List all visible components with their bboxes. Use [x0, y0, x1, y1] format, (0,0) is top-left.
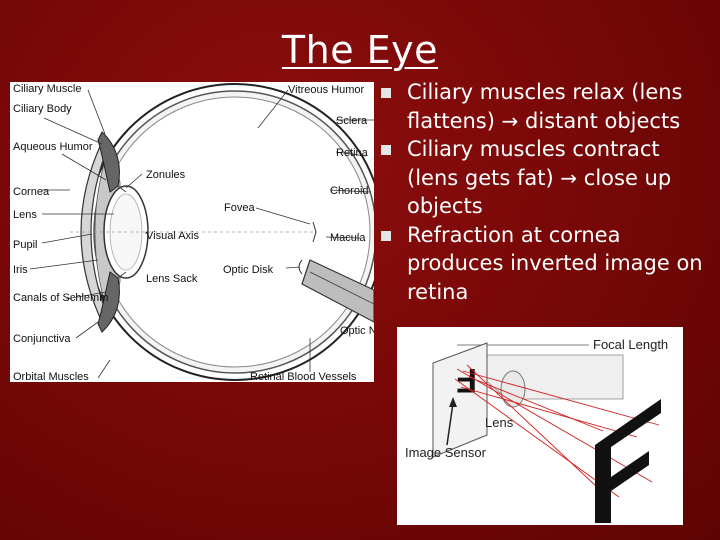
- ray-1: [456, 368, 653, 483]
- ray-6: [454, 378, 620, 498]
- bullet-text-part-1: Ciliary muscles contract (lens gets fat): [407, 137, 660, 190]
- label-choroid: Choroid: [330, 185, 369, 197]
- label-ciliary-muscle: Ciliary Muscle: [13, 83, 81, 95]
- label-pupil: Pupil: [13, 239, 37, 251]
- zonule-top: [117, 185, 127, 193]
- focal-length-bar: [455, 354, 624, 400]
- label-vitreous-humor: Vitreous Humor: [288, 84, 365, 96]
- square-bullet-icon: [381, 230, 391, 241]
- label-retinal-blood-vessels: Retinal Blood Vessels: [250, 371, 357, 382]
- inverted-image-letter: F: [456, 361, 477, 399]
- bullet-item: Refraction at cornea produces inverted i…: [380, 221, 710, 307]
- ray-5: [468, 376, 604, 432]
- bullet-text-part-2: close up objects: [407, 165, 672, 219]
- label-visual-axis: Visual Axis: [146, 230, 199, 242]
- label-focal-length: Focal Length: [593, 337, 668, 352]
- fovea-mark: [312, 221, 317, 243]
- label-lens: Lens: [13, 209, 37, 221]
- arrow-right-icon: →: [501, 108, 519, 133]
- leader-retina: [335, 151, 367, 157]
- leader-orbital: [97, 359, 111, 379]
- bullet-item: Ciliary muscles contract (lens gets fat)…: [380, 135, 710, 221]
- bullet-text-part-1: Ciliary muscles relax (lens flattens): [407, 80, 683, 133]
- sensor-pointer-arrowhead: [449, 397, 457, 407]
- label-orbital-muscles: Orbital Muscles: [13, 371, 89, 382]
- arrow-right-icon: →: [560, 165, 578, 190]
- leader-aqueous: [61, 153, 107, 181]
- bullet-text-part-2: distant objects: [518, 108, 681, 133]
- sensor-pointer-line: [446, 402, 454, 446]
- ciliary-body-bottom: [97, 271, 120, 333]
- image-sensor-plate: [432, 342, 488, 458]
- object-letter-f: [595, 399, 661, 523]
- light-rays: [454, 364, 660, 498]
- camera-optics-svg: Focal Length F Lens Image Sensor: [405, 337, 668, 523]
- label-conjunctiva: Conjunctiva: [13, 333, 71, 345]
- label-retina: Retina: [336, 147, 369, 159]
- leader-fovea: [255, 207, 311, 225]
- label-canals-of-schlemm: Canals of Schlemm: [13, 292, 108, 304]
- leader-canals: [65, 291, 107, 300]
- label-aqueous-humor: Aqueous Humor: [13, 141, 93, 153]
- leader-zonules: [125, 173, 143, 189]
- label-ciliary-body: Ciliary Body: [13, 103, 72, 115]
- square-bullet-icon: [381, 88, 391, 98]
- leader-optic-disk: [285, 266, 301, 269]
- label-lens: Lens: [485, 415, 514, 430]
- label-image-sensor: Image Sensor: [405, 445, 487, 460]
- label-optic-nerve: Optic Nerve: [340, 325, 374, 337]
- label-zonules: Zonules: [146, 169, 186, 181]
- label-cornea: Cornea: [13, 186, 50, 198]
- bullet-text-part-1: Refraction at cornea produces inverted i…: [407, 222, 703, 304]
- label-sclera: Sclera: [336, 115, 368, 127]
- leader-conjunctiva: [75, 321, 99, 339]
- label-lens-sack: Lens Sack: [146, 273, 198, 285]
- label-optic-nerve-text: Optic Nerve: [340, 325, 374, 337]
- bullet-list: Ciliary muscles relax (lens flattens) → …: [380, 78, 710, 306]
- optic-nerve-shape: [301, 259, 374, 323]
- optic-nerve-vessel: [309, 271, 374, 305]
- label-fovea: Fovea: [224, 202, 255, 214]
- label-macula: Macula: [330, 232, 366, 244]
- leader-pupil: [41, 233, 93, 244]
- label-optic-disk: Optic Disk: [223, 264, 274, 276]
- label-iris: Iris: [13, 264, 28, 276]
- leader-choroid: [329, 189, 371, 193]
- ray-4: [460, 386, 638, 438]
- slide-title: The Eye: [281, 28, 439, 72]
- eye-anatomy-diagram: Ciliary Muscle Ciliary Body Aqueous Humo…: [10, 82, 374, 382]
- eye-anatomy-svg: Ciliary Muscle Ciliary Body Aqueous Humo…: [13, 83, 374, 382]
- leader-ciliary-body: [43, 117, 103, 145]
- leader-ciliary-muscle: [87, 89, 106, 135]
- bullet-item: Ciliary muscles relax (lens flattens) → …: [380, 78, 710, 135]
- camera-optics-diagram: Focal Length F Lens Image Sensor: [397, 327, 683, 525]
- square-bullet-icon: [381, 145, 391, 155]
- ciliary-body-top: [97, 131, 120, 193]
- leader-macula: [325, 236, 361, 239]
- leader-vitreous: [257, 89, 289, 129]
- ray-2: [462, 370, 660, 426]
- leader-iris: [29, 259, 99, 270]
- zonule-bottom: [117, 271, 127, 279]
